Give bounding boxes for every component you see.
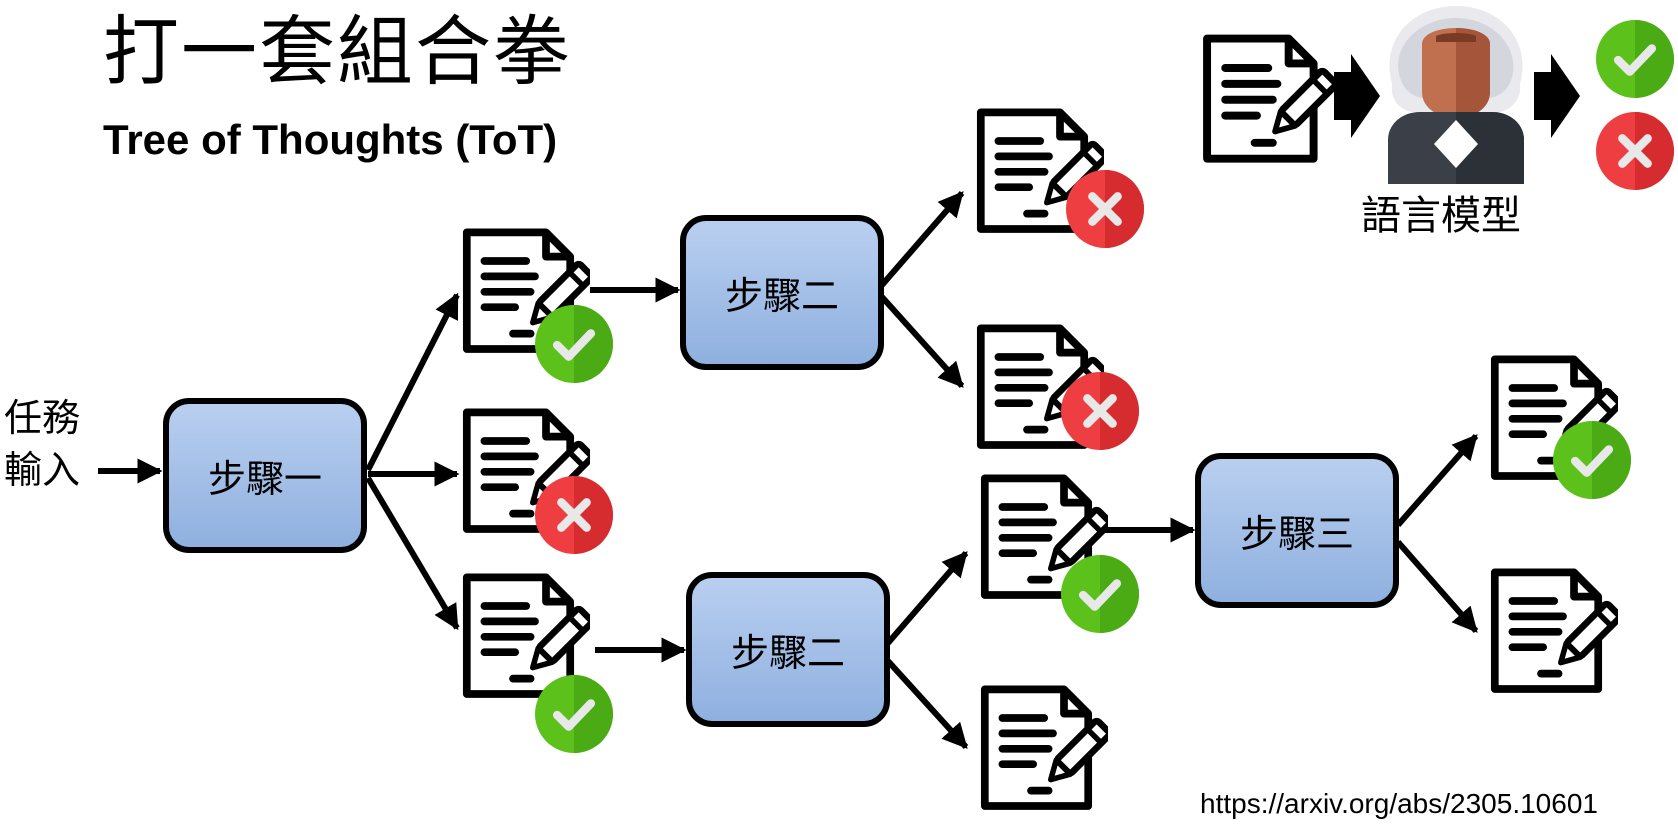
source-link[interactable]: https://arxiv.org/abs/2305.10601 xyxy=(1200,788,1598,819)
page-subtitle: Tree of Thoughts (ToT) xyxy=(103,116,558,163)
arrow-step2-top-to-thought-2b xyxy=(879,294,965,389)
arrow-right-icon xyxy=(1534,54,1580,138)
arrow-step1-to-thought-1c xyxy=(365,476,460,631)
step1-label: 步驟一 xyxy=(207,457,322,501)
step2-bottom-box: 步驟二 xyxy=(686,572,890,727)
page-title: 打一套組合拳 xyxy=(103,7,571,96)
arrow-step2-bottom-to-thought-2d xyxy=(885,658,969,750)
step2-top-label: 步驟二 xyxy=(724,274,839,318)
step1-box: 步驟一 xyxy=(163,398,367,553)
cross-icon xyxy=(1596,112,1674,190)
input-label-line1: 任務 xyxy=(4,396,81,440)
step3-box: 步驟三 xyxy=(1195,453,1399,608)
arrow-right-icon xyxy=(1334,54,1380,138)
step2-top-box: 步驟二 xyxy=(680,215,884,370)
step3-label: 步驟三 xyxy=(1239,512,1354,556)
check-icon xyxy=(1596,20,1674,98)
judge-icon xyxy=(1388,6,1524,184)
arrow-step3-to-thought-3a xyxy=(1395,434,1479,527)
document-edit-icon xyxy=(1207,39,1337,159)
arrow-step2-top-to-thought-2a xyxy=(879,191,965,287)
arrow-step3-to-thought-3b xyxy=(1395,540,1479,633)
arrow-step2-bottom-to-thought-2c xyxy=(885,551,969,645)
language-model-label: 語言模型 xyxy=(1361,193,1521,239)
input-label-line2: 輸入 xyxy=(4,448,81,492)
step2-bottom-label: 步驟二 xyxy=(730,631,845,675)
arrow-step1-to-thought-1a xyxy=(365,292,460,472)
